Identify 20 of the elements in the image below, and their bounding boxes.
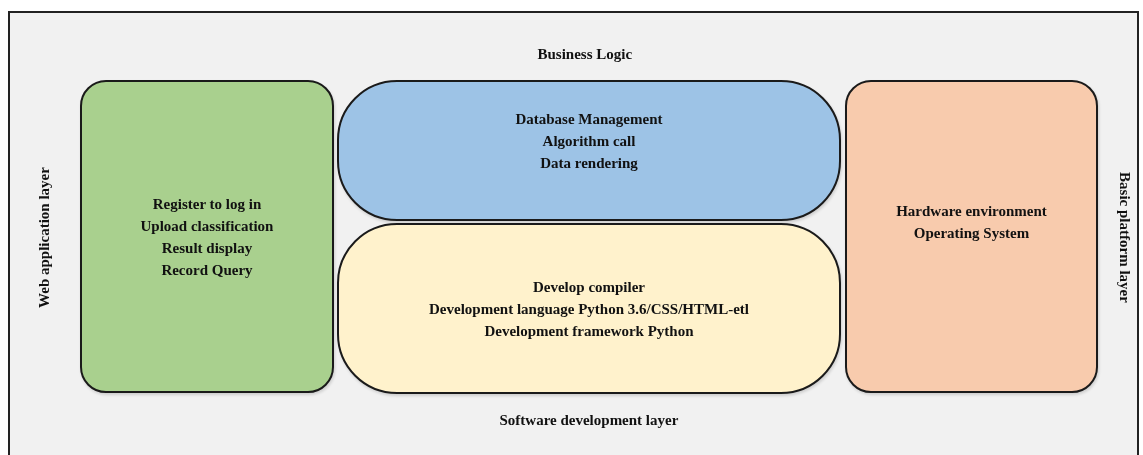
node-text: Development language Python 3.6/CSS/HTML-etl	[429, 299, 749, 319]
node-text: Develop compiler	[532, 277, 646, 297]
rounded-box	[337, 80, 841, 221]
layer-label: Business Logic	[537, 45, 633, 63]
node-text: Register to log in	[152, 194, 262, 214]
node-text: Data rendering	[540, 153, 638, 173]
node-text: Upload classification	[140, 216, 274, 236]
node-text: Record Query	[161, 260, 253, 280]
layer-label: Web application layer	[35, 166, 53, 308]
rounded-box	[337, 223, 841, 394]
rounded-box	[845, 80, 1098, 393]
node-text: Algorithm call	[542, 131, 636, 151]
node-text: Hardware environment	[896, 201, 1047, 221]
rounded-box	[80, 80, 334, 393]
node-text: Database Management	[515, 109, 663, 129]
layer-label: Software development layer	[499, 411, 679, 429]
node-text: Result display	[161, 238, 253, 258]
node-text: Operating System	[913, 223, 1030, 243]
layer-label: Basic platform layer	[1115, 171, 1133, 303]
node-text: Development framework Python	[484, 321, 694, 341]
